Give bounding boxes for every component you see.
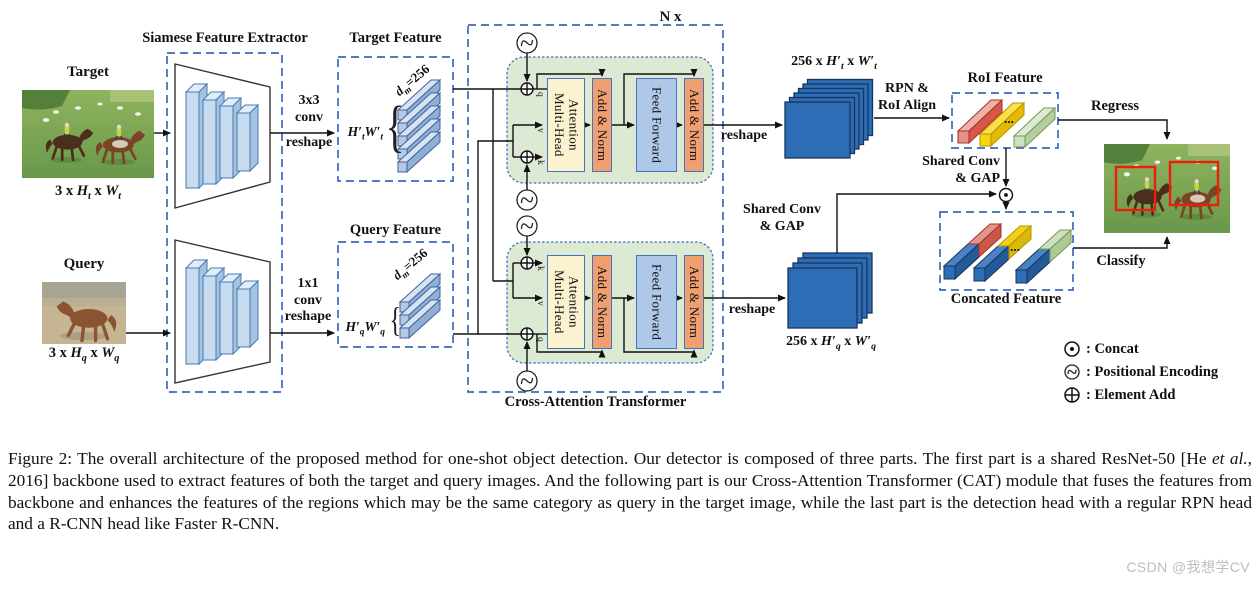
- concated-feature-box: [939, 211, 1074, 291]
- target-feature-box: [337, 56, 454, 182]
- query-feature-title: Query Feature: [349, 222, 442, 238]
- port-q-bottom: q: [535, 337, 545, 342]
- add-norm-2-top: Add & Norm: [684, 78, 704, 172]
- rpn-roi-align-label: RPN &RoI Align: [878, 81, 936, 113]
- concat-icon: [998, 187, 1014, 203]
- bbox-left: [1114, 165, 1157, 212]
- shared-conv-gap-left: Shared Conv& GAP: [743, 202, 821, 234]
- roi-bars: [956, 98, 1057, 149]
- shared-conv-gap-right: Shared Conv& GAP: [922, 154, 1000, 186]
- target-feature-bars: [396, 78, 442, 174]
- cat-title: Cross-Attention Transformer: [504, 394, 687, 410]
- conv3x3-reshape-label: reshape: [285, 135, 333, 150]
- query-hw-label: H′qW′q: [345, 319, 385, 338]
- roi-ellipsis: ...: [1004, 111, 1014, 126]
- add-norm-1-bottom: Add & Norm: [592, 255, 612, 349]
- reshape-bottom-label: reshape: [728, 302, 776, 317]
- cnn-trapezoid-top: [174, 63, 271, 209]
- legend-concat-icon: [1064, 341, 1080, 357]
- feed-forward-top: Feed Forward: [636, 78, 677, 172]
- csdn-watermark: CSDN @我想学CV: [1126, 559, 1250, 575]
- arrows: [126, 53, 1171, 371]
- cat-box: [467, 24, 724, 393]
- target-photo: [22, 90, 154, 178]
- regress-label: Regress: [1090, 98, 1140, 114]
- target-feature-title: Target Feature: [349, 30, 442, 46]
- positional-encoding-icons: [516, 32, 538, 392]
- port-k-bottom: k: [535, 266, 545, 271]
- siamese-extractor-title: Siamese Feature Extractor: [142, 30, 308, 46]
- add-norm-1-top: Add & Norm: [592, 78, 612, 172]
- legend-element-add-label: : Element Add: [1086, 387, 1176, 403]
- target-hw-label: H′tW′t: [347, 124, 383, 143]
- concat-bars: [942, 222, 1073, 285]
- connector-lines: [453, 88, 547, 335]
- legend-element-add-icon: [1064, 387, 1080, 403]
- figure-caption: Figure 2: The overall architecture of th…: [8, 449, 1252, 534]
- target-label: Target: [67, 64, 109, 80]
- result-photo: [1104, 144, 1230, 233]
- diagram-canvas: [0, 24, 1258, 403]
- concat-ellipsis: ...: [1010, 239, 1020, 254]
- siamese-box: [166, 52, 283, 393]
- feed-forward-bottom: Feed Forward: [636, 255, 677, 349]
- classify-label: Classify: [1096, 253, 1146, 269]
- multi-head-attention-bottom: Multi-Head Attention: [547, 255, 585, 349]
- target-brace: {: [385, 93, 405, 159]
- query-brace: {: [389, 301, 401, 340]
- query-dims: 3 x Hq x Wq: [48, 345, 120, 364]
- port-v-bottom: v: [535, 301, 545, 306]
- query-map-label: 256 x H′q x W′q: [785, 334, 877, 352]
- port-v-top: v: [535, 128, 545, 133]
- target-dims: 3 x Ht x Wt: [54, 183, 122, 202]
- target-map-label: 256 x H′t x W′t: [791, 54, 877, 72]
- query-label: Query: [63, 256, 105, 272]
- cnn-trapezoid-bottom: [174, 239, 271, 384]
- port-q-top: q: [535, 92, 545, 97]
- query-map-stack: [787, 252, 873, 329]
- multi-head-attention-top: Multi-Head Attention: [547, 78, 585, 172]
- element-add-icons: [520, 82, 534, 341]
- target-map-stack: [784, 78, 874, 159]
- query-photo: [42, 282, 126, 344]
- add-norm-2-bottom: Add & Norm: [684, 255, 704, 349]
- legend-positional-encoding-label: : Positional Encoding: [1086, 364, 1219, 380]
- query-feature-box: [337, 241, 454, 348]
- bbox-right: [1168, 160, 1220, 207]
- legend-positional-encoding-icon: [1064, 364, 1080, 380]
- legend-concat-label: : Concat: [1086, 341, 1139, 357]
- port-k-top: k: [535, 160, 545, 165]
- roi-feature-title: RoI Feature: [967, 70, 1043, 86]
- query-feature-bars: [398, 272, 442, 340]
- reshape-top-label: reshape: [720, 128, 768, 143]
- n-x-label: N x: [659, 9, 682, 25]
- concated-feature-title: Concated Feature: [950, 291, 1062, 307]
